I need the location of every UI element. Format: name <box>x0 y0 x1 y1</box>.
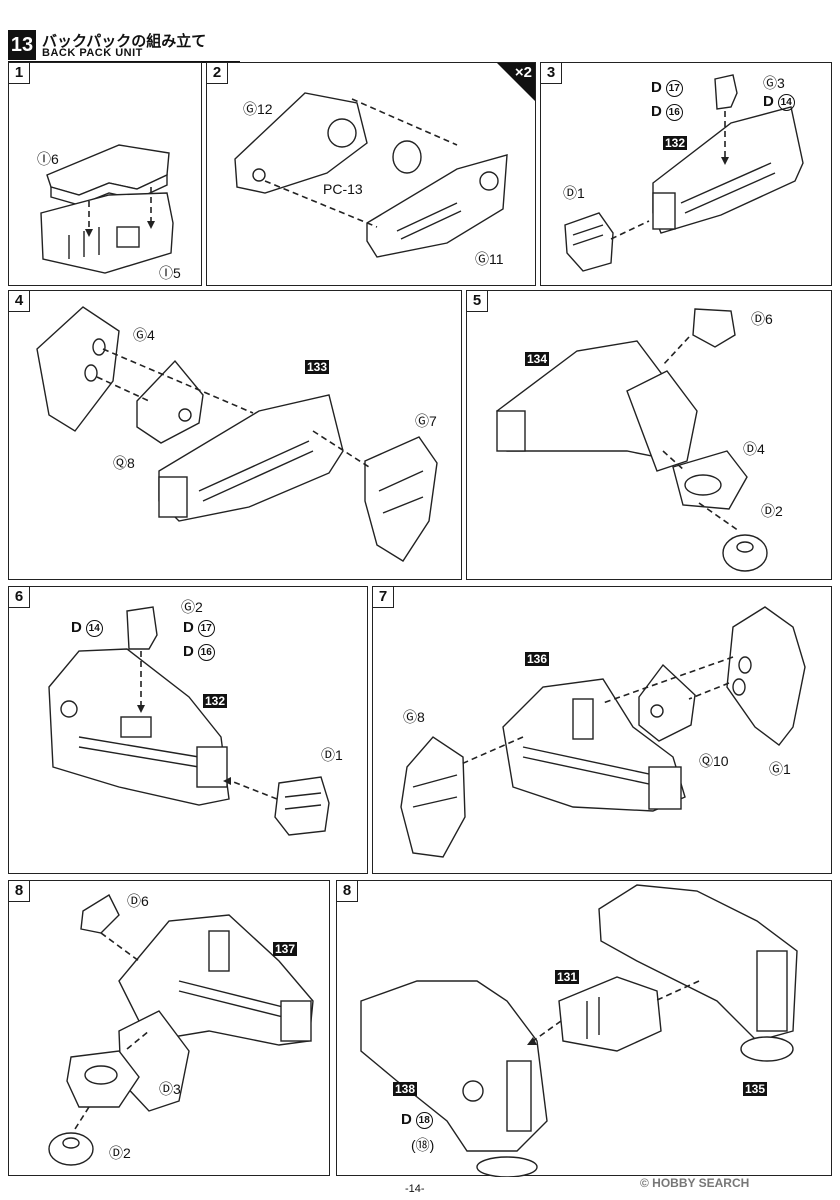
section-title-jp: バックパックの組み立て <box>42 33 207 50</box>
sub-assembly-ref: 136 <box>525 652 550 666</box>
step-number: 5 <box>467 291 488 312</box>
part-label: PC-13 <box>323 181 363 197</box>
step-panel-3: 3 Ⓖ3 D 17 D 16 D 14 132 Ⓓ1 <box>540 62 832 286</box>
part-label: Ⓓ6 <box>127 893 149 909</box>
step-number: 1 <box>9 63 30 84</box>
step-panel-4: 4 Ⓖ4 133 Ⓠ8 Ⓖ7 <box>8 290 462 580</box>
step-panel-8b: 8 131 138 135 D 18 (⑱) <box>336 880 832 1177</box>
step-number: 8 <box>337 881 358 902</box>
part-illustration <box>564 74 804 272</box>
decal-label: D 17 <box>183 619 216 637</box>
part-label: Ⓘ6 <box>37 151 59 167</box>
decal-label: D 14 <box>71 619 104 637</box>
step-number: 7 <box>373 587 394 608</box>
watermark: © HOBBY SEARCH <box>640 1176 750 1190</box>
part-label: Ⓓ3 <box>159 1081 181 1097</box>
part-illustration <box>36 306 438 562</box>
part-label: Ⓖ11 <box>475 251 504 267</box>
part-label: Ⓖ8 <box>403 709 425 725</box>
part-label: Ⓖ1 <box>769 761 791 777</box>
decal-label: D 18 <box>401 1111 434 1129</box>
sub-assembly-ref: 132 <box>203 694 228 708</box>
step-number: 4 <box>9 291 30 312</box>
part-illustration <box>496 308 768 572</box>
step-panel-7: 7 136 Ⓖ8 Ⓠ10 Ⓖ1 <box>372 586 832 874</box>
step-number: 3 <box>541 63 562 84</box>
section-title-en: BACK PACK UNIT <box>42 47 143 59</box>
part-label: Ⓘ5 <box>159 265 181 281</box>
part-illustration <box>234 92 508 258</box>
part-label: Ⓖ12 <box>243 101 273 117</box>
part-label: Ⓖ2 <box>181 599 203 615</box>
sub-assembly-ref: 132 <box>663 136 688 150</box>
step-number: 8 <box>9 881 30 902</box>
multiplier-badge <box>497 63 535 101</box>
part-label: Ⓖ3 <box>763 75 785 91</box>
part-label: Ⓓ1 <box>563 185 585 201</box>
multiplier-label: ×2 <box>514 64 532 81</box>
decal-label: D 16 <box>183 643 216 661</box>
section-badge: 13 <box>8 30 36 60</box>
part-label: Ⓓ2 <box>109 1145 131 1161</box>
part-label: Ⓓ2 <box>761 503 783 519</box>
sub-assembly-ref: 131 <box>555 970 580 984</box>
part-illustration <box>48 894 314 1166</box>
part-label: Ⓠ8 <box>113 455 135 471</box>
sub-assembly-ref: 135 <box>743 1082 768 1096</box>
step-panel-1: 1 Ⓘ6 Ⓘ5 <box>8 62 202 286</box>
part-label: Ⓓ4 <box>743 441 765 457</box>
decal-alt-label: (⑱) <box>411 1137 435 1153</box>
step-panel-8a: 8 Ⓓ6 137 Ⓓ3 Ⓓ2 <box>8 880 330 1176</box>
part-label: Ⓖ4 <box>133 327 155 343</box>
sub-assembly-ref: 134 <box>525 352 550 366</box>
step-number: 6 <box>9 587 30 608</box>
step-panel-2: 2 ×2 Ⓖ12 PC-13 Ⓖ11 <box>206 62 536 286</box>
step-panel-6: 6 Ⓖ2 D 14 D 17 D 16 132 Ⓓ1 <box>8 586 368 874</box>
sub-assembly-ref: 133 <box>305 360 330 374</box>
part-label: Ⓓ1 <box>321 747 343 763</box>
decal-label: D 17 <box>651 79 684 97</box>
decal-label: D 14 <box>763 93 796 111</box>
part-label: Ⓓ6 <box>751 311 773 327</box>
part-label: Ⓖ7 <box>415 413 437 429</box>
step-number: 2 <box>207 63 228 84</box>
page-number: -14- <box>405 1183 425 1195</box>
part-illustration <box>360 884 798 1177</box>
decal-label: D 16 <box>651 103 684 121</box>
part-label: Ⓠ10 <box>699 753 729 769</box>
step-panel-5: 5 134 Ⓓ6 Ⓓ4 Ⓓ2 <box>466 290 832 580</box>
sub-assembly-ref: 137 <box>273 942 298 956</box>
sub-assembly-ref: 138 <box>393 1082 418 1096</box>
part-illustration <box>400 606 806 858</box>
part-illustration <box>40 144 174 274</box>
part-illustration <box>48 606 330 836</box>
section-header: 13 バックパックの組み立て BACK PACK UNIT <box>8 30 240 63</box>
